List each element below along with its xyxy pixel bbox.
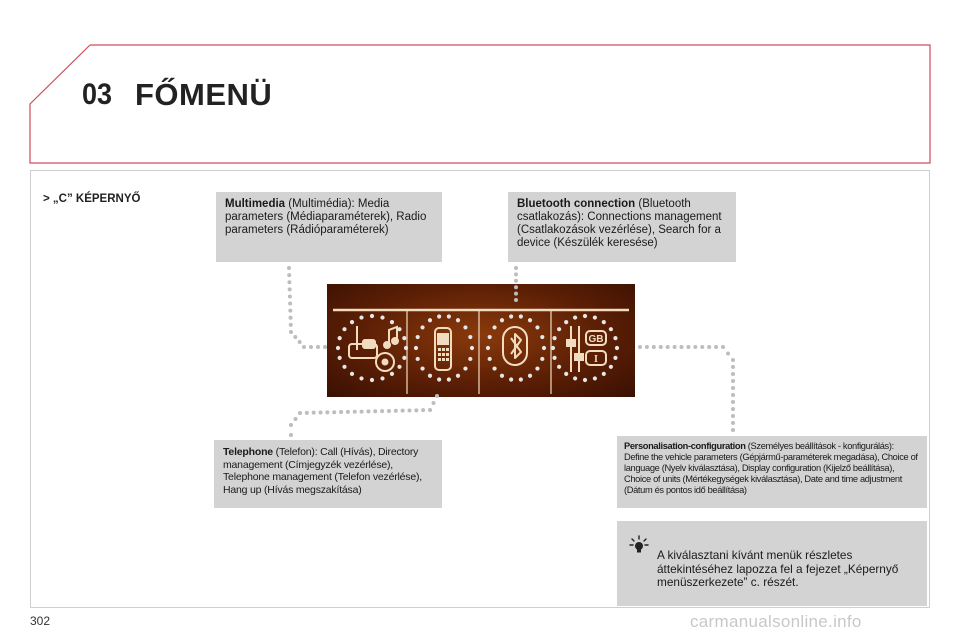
multimedia-icon bbox=[348, 325, 399, 372]
settings-icon: GB I bbox=[566, 326, 607, 372]
units-badge: I bbox=[594, 354, 598, 365]
content-frame bbox=[30, 170, 930, 608]
watermark: carmanualsonline.info bbox=[690, 612, 862, 631]
display-screen: GB I bbox=[327, 284, 635, 397]
telephone-icon bbox=[434, 327, 452, 371]
multimedia-text: (Multimédia): Media parameters (Médiapar… bbox=[225, 198, 427, 236]
bluetooth-box: Bluetooth connection (Bluetooth csatlako… bbox=[508, 192, 736, 262]
chapter-title: FŐMENÜ bbox=[135, 77, 273, 112]
multimedia-box: Multimedia (Multimédia): Media parameter… bbox=[216, 192, 442, 262]
telephone-title: Telephone bbox=[223, 446, 273, 458]
personalisation-box: Personalisation-configuration (Személyes… bbox=[617, 436, 927, 508]
tip-text: A kiválasztani kívánt menük részletes át… bbox=[657, 548, 899, 589]
screen-label: > „C” KÉPERNYŐ bbox=[43, 193, 141, 205]
bluetooth-icon bbox=[502, 326, 528, 366]
tip-box: A kiválasztani kívánt menük részletes át… bbox=[617, 521, 927, 606]
page-number: 302 bbox=[30, 614, 51, 628]
chapter-number: 03 bbox=[82, 78, 113, 111]
language-badge: GB bbox=[589, 334, 604, 345]
personalisation-title: Personalisation-configuration bbox=[624, 441, 746, 451]
lightbulb-icon bbox=[629, 535, 649, 553]
bluetooth-title: Bluetooth connection bbox=[517, 198, 636, 210]
bluetooth-text: (Bluetooth csatlakozás): Connections man… bbox=[517, 198, 722, 249]
personalisation-text: (Személyes beállítások - konfigurálás): … bbox=[624, 441, 918, 495]
telephone-text: (Telefon): Call (Hívás), Directory manag… bbox=[223, 446, 423, 496]
multimedia-title: Multimedia bbox=[225, 198, 286, 210]
telephone-box: Telephone (Telefon): Call (Hívás), Direc… bbox=[214, 440, 442, 508]
